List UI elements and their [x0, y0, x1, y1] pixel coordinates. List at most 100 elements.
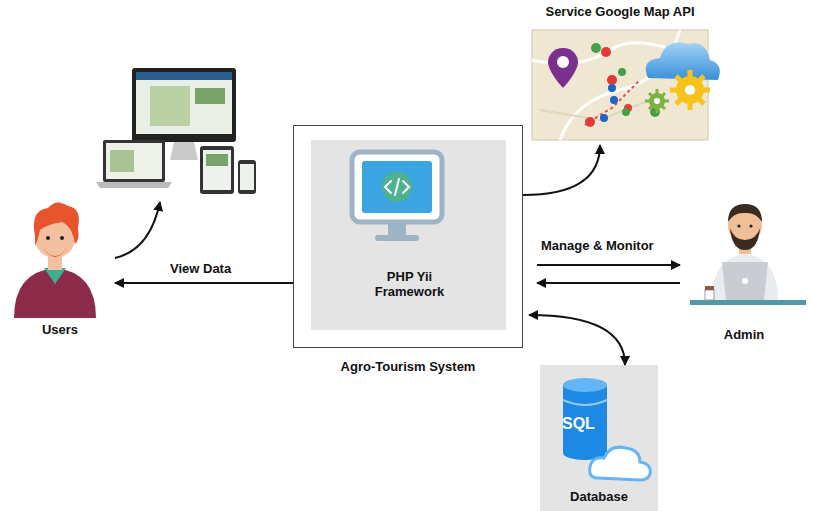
icon-text: SQL: [562, 415, 595, 432]
admin-figure: [722, 262, 768, 300]
framework-box: PHP Yii Framework: [312, 141, 507, 331]
node-label: Service Google Map API: [525, 4, 715, 19]
devices-illustration: [238, 160, 256, 194]
monitor-icon: [385, 179, 409, 195]
map-illustration: [532, 30, 720, 140]
map-illustration: [607, 75, 617, 85]
map-illustration: [618, 68, 626, 76]
devices-illustration: [200, 146, 234, 194]
database-icon: [563, 385, 607, 453]
map-illustration: [540, 100, 650, 120]
database-icon: [563, 378, 650, 480]
devices-illustration: [203, 150, 231, 190]
map-illustration: [645, 89, 669, 113]
users-actor: Users: [5, 192, 115, 342]
node-label: Database: [544, 489, 654, 504]
admin-figure: [728, 204, 762, 222]
monitor-icon: [362, 161, 432, 213]
admin-figure: [705, 286, 714, 290]
map-illustration: [646, 43, 720, 80]
database-panel: [540, 365, 658, 511]
node-label: Admin: [689, 327, 799, 342]
label-holder: View Data: [170, 259, 231, 277]
framework-panel: [311, 140, 506, 330]
monitor-icon: [375, 235, 419, 241]
map-illustration: [548, 48, 578, 88]
admin-figure: [749, 224, 752, 227]
node-label: PHP Yii Framework: [360, 269, 460, 299]
devices-illustration: [110, 150, 134, 172]
map-illustration: [585, 47, 632, 127]
user-figure: [46, 236, 50, 240]
map-illustration: [591, 43, 601, 53]
user-figure: [14, 202, 96, 318]
user-figure: [42, 246, 68, 257]
admin-figure: [712, 254, 778, 300]
node-label: Users: [10, 322, 110, 337]
devices-illustration: [195, 88, 225, 104]
map-illustration: [622, 108, 630, 116]
database-box: Database: [540, 365, 658, 511]
admin-figure: [730, 228, 760, 250]
devices-illustration: [150, 86, 190, 126]
map-illustration: [645, 89, 669, 113]
connector-arrow: [537, 264, 680, 266]
map-illustration: [610, 96, 618, 104]
admin-figure: [742, 278, 748, 284]
map-illustration: [600, 84, 618, 122]
node-label: Agro-Tourism System: [298, 359, 518, 374]
devices-illustration: [103, 140, 165, 182]
devices-illustration: [136, 72, 232, 134]
devices-illustration: [136, 72, 232, 80]
label-holder: SQL: [562, 415, 595, 433]
map-service: Service Google Map API: [522, 2, 718, 145]
user-figure: [60, 236, 64, 240]
connector-arrow: [529, 315, 625, 365]
map-illustration: [601, 47, 611, 57]
connector-arrow: [115, 282, 293, 284]
admin-figure: [690, 204, 806, 305]
devices-illustration: [132, 68, 236, 142]
system-box: Agro-Tourism SystemPHP Yii Framework: [293, 125, 523, 348]
map-illustration: [560, 30, 680, 140]
connector-arrow: [523, 145, 600, 195]
admin-actor: Admin: [680, 190, 808, 345]
database-icon: [563, 378, 607, 392]
monitor-icon: [352, 152, 442, 222]
database-icon: [590, 447, 651, 480]
devices-illustration: [170, 142, 198, 160]
admin-figure: [737, 224, 740, 227]
admin-figure: [690, 300, 806, 305]
map-illustration: [557, 56, 569, 68]
database-icon: [563, 400, 607, 405]
devices-illustration: [206, 154, 228, 166]
monitor-icon: [382, 172, 412, 202]
map-illustration: [685, 85, 695, 95]
label-holder: Manage & Monitor: [541, 236, 654, 254]
admin-figure: [705, 290, 714, 300]
map-illustration: [591, 43, 660, 117]
connector-arrow: [537, 282, 680, 284]
map-illustration: [670, 70, 710, 110]
monitor-icon: [388, 222, 406, 236]
map-illustration: [600, 114, 608, 122]
map-illustration: [585, 117, 595, 127]
user-figure: [14, 268, 96, 318]
devices-illustration: [240, 164, 254, 190]
map-illustration: [608, 84, 616, 92]
devices-illustration: [106, 143, 162, 179]
edge-label: Manage & Monitor: [541, 238, 654, 253]
monitor-icon: [352, 152, 442, 241]
map-illustration: [685, 85, 695, 95]
devices-illustration: [96, 68, 256, 194]
map-illustration: [654, 98, 660, 104]
devices-illustration: [96, 182, 172, 188]
users-to-devices-arrow: [115, 202, 160, 258]
user-figure: [44, 268, 66, 284]
edge-label: View Data: [170, 261, 231, 276]
user-figure: [34, 202, 79, 246]
map-illustration: [670, 70, 710, 110]
